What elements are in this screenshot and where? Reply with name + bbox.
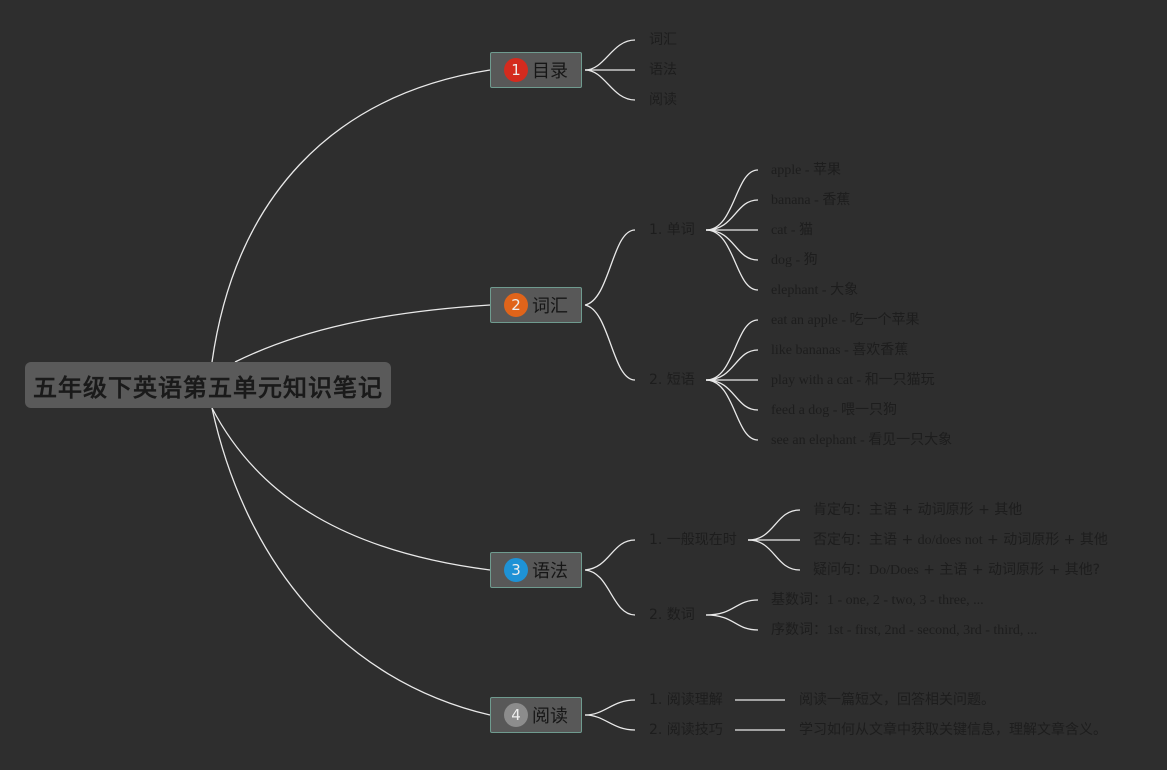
branch-vocab-label: 词汇 bbox=[532, 296, 568, 317]
branch-grammar-label: 语法 bbox=[532, 561, 568, 582]
toc-item-reading[interactable]: 阅读 bbox=[649, 92, 677, 108]
toc-item-vocab[interactable]: 词汇 bbox=[649, 32, 677, 48]
topic-words[interactable]: 1. 单词 bbox=[649, 222, 695, 238]
topic-present-tense[interactable]: 1. 一般现在时 bbox=[649, 532, 737, 548]
phrase-item[interactable]: like bananas - 喜欢香蕉 bbox=[771, 342, 909, 358]
phrase-item[interactable]: eat an apple - 吃一个苹果 bbox=[771, 312, 920, 328]
numeral-item[interactable]: 序数词：1st - first, 2nd - second, 3rd - thi… bbox=[771, 622, 1038, 638]
branch-reading[interactable]: 4 阅读 bbox=[490, 697, 582, 733]
badge-4-icon: 4 bbox=[504, 703, 528, 727]
badge-3-icon: 3 bbox=[504, 558, 528, 582]
present-tense-rule[interactable]: 疑问句：Do/Does + 主语 + 动词原形 + 其他? bbox=[813, 562, 1101, 578]
branch-vocab[interactable]: 2 词汇 bbox=[490, 287, 582, 323]
numeral-item[interactable]: 基数词：1 - one, 2 - two, 3 - three, ... bbox=[771, 592, 984, 608]
phrase-item[interactable]: feed a dog - 喂一只狗 bbox=[771, 402, 897, 418]
root-topic-label: 五年级下英语第五单元知识笔记 bbox=[33, 373, 383, 402]
reading-comprehension-detail[interactable]: 阅读一篇短文，回答相关问题。 bbox=[799, 692, 995, 708]
present-tense-rule[interactable]: 肯定句：主语 + 动词原形 + 其他 bbox=[813, 502, 1023, 518]
present-tense-rule[interactable]: 否定句：主语 + do/does not + 动词原形 + 其他 bbox=[813, 532, 1108, 548]
word-item[interactable]: dog - 狗 bbox=[771, 252, 818, 268]
topic-numerals[interactable]: 2. 数词 bbox=[649, 607, 695, 623]
word-item[interactable]: banana - 香蕉 bbox=[771, 192, 851, 208]
branch-toc-label: 目录 bbox=[532, 61, 568, 82]
root-topic[interactable]: 五年级下英语第五单元知识笔记 bbox=[25, 362, 391, 408]
topic-reading-skills[interactable]: 2. 阅读技巧 bbox=[649, 722, 723, 738]
word-item[interactable]: cat - 猫 bbox=[771, 222, 813, 238]
topic-phrases[interactable]: 2. 短语 bbox=[649, 372, 695, 388]
toc-item-grammar[interactable]: 语法 bbox=[649, 62, 677, 78]
word-item[interactable]: elephant - 大象 bbox=[771, 282, 859, 298]
reading-skills-detail[interactable]: 学习如何从文章中获取关键信息，理解文章含义。 bbox=[799, 722, 1107, 738]
word-item[interactable]: apple - 苹果 bbox=[771, 162, 841, 178]
phrase-item[interactable]: see an elephant - 看见一只大象 bbox=[771, 432, 953, 448]
phrase-item[interactable]: play with a cat - 和一只猫玩 bbox=[771, 372, 935, 388]
badge-1-icon: 1 bbox=[504, 58, 528, 82]
branch-toc[interactable]: 1 目录 bbox=[490, 52, 582, 88]
branch-reading-label: 阅读 bbox=[532, 706, 568, 727]
topic-reading-comprehension[interactable]: 1. 阅读理解 bbox=[649, 692, 723, 708]
branch-grammar[interactable]: 3 语法 bbox=[490, 552, 582, 588]
badge-2-icon: 2 bbox=[504, 293, 528, 317]
